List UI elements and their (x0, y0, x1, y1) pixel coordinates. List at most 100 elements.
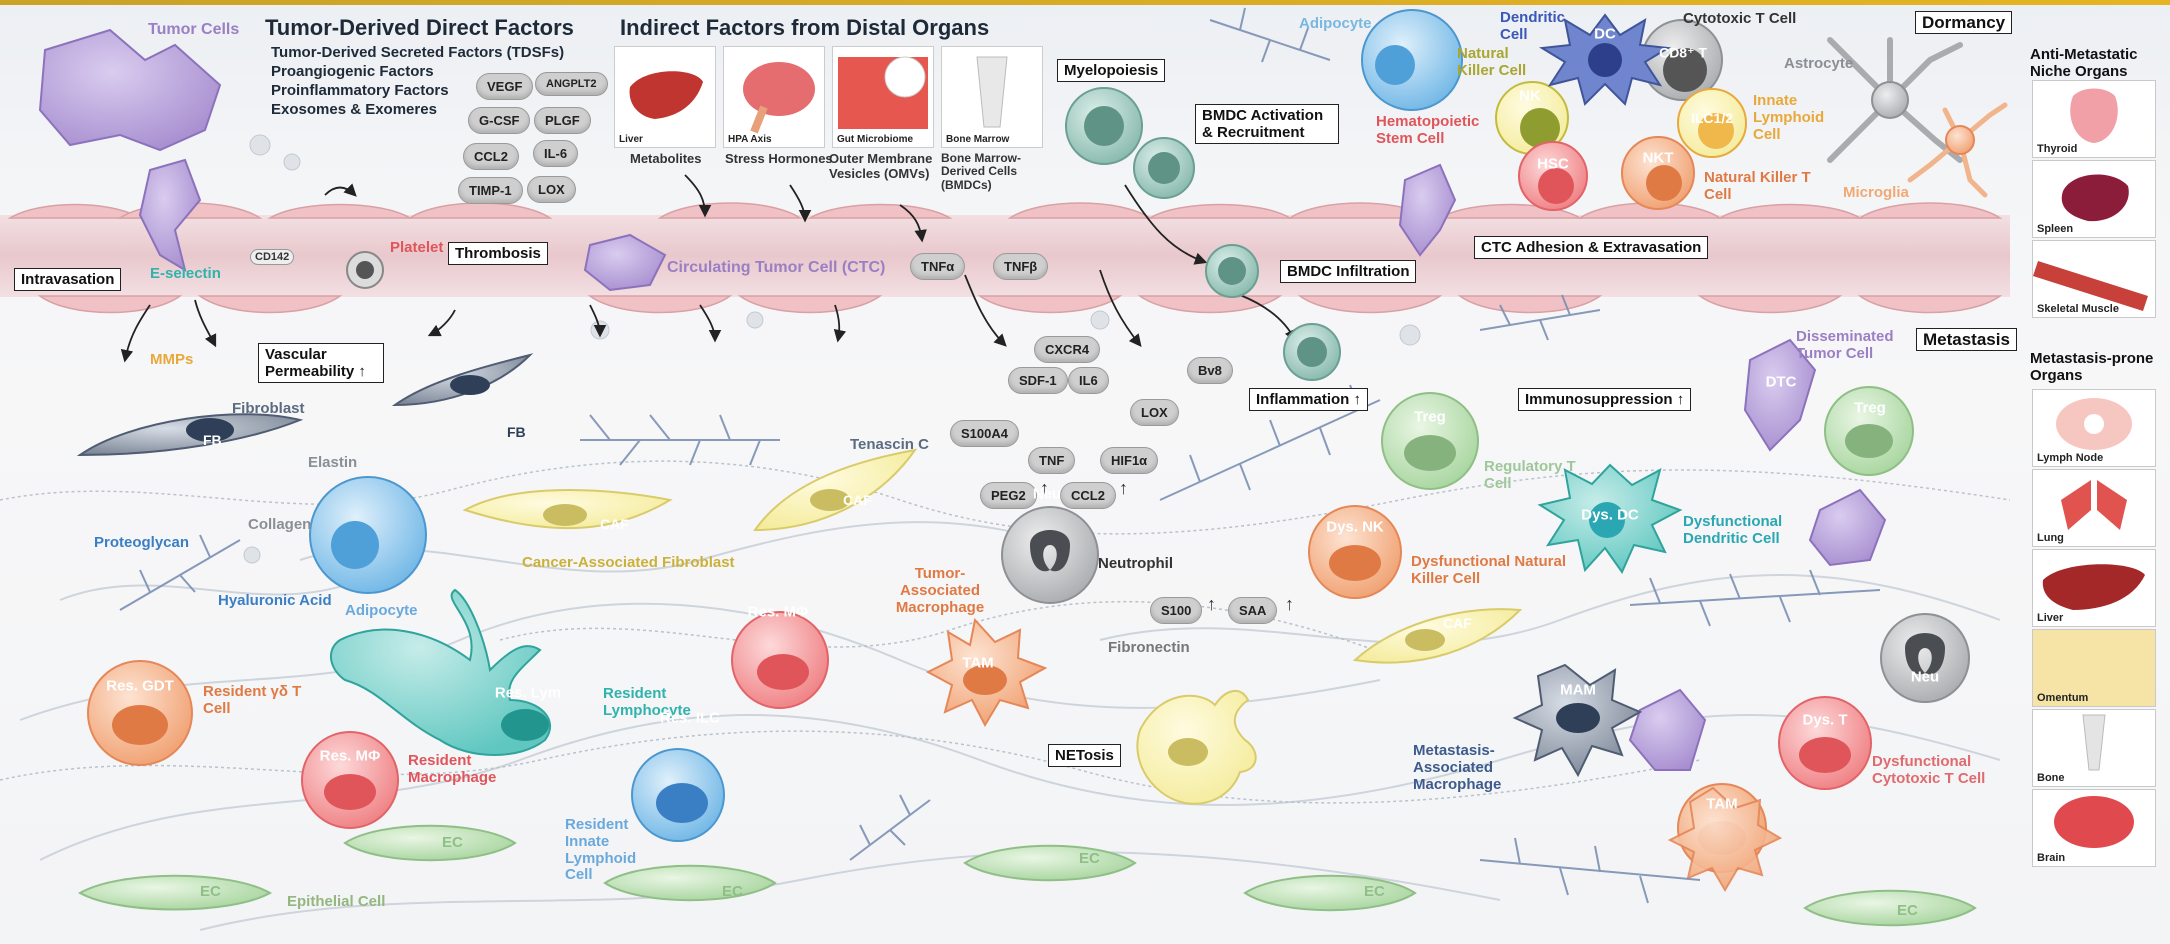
pill-il6: IL6 (1068, 367, 1109, 394)
nkt-cell-label: NKT (1642, 149, 1674, 167)
organ-thumb-liver-label: Liver (619, 134, 643, 145)
prone-organ-lymph-node: Lymph Node (2032, 389, 2156, 467)
factor-pill-vegf: VEGF (476, 73, 534, 100)
res-mphi-full-label: Resident Macrophage (408, 752, 497, 786)
tdf-title: Tumor-Derived Direct Factors (265, 15, 574, 40)
treg-full-label: Regulatory T Cell (1484, 458, 1576, 492)
platelet-core (356, 261, 374, 279)
dys-nk-cell-label: Dys. NK (1326, 518, 1384, 536)
pill-tnfa: TNFα (910, 253, 966, 280)
dys-t-cell-label: Dys. T (1802, 711, 1848, 729)
metastasis-prone-title: Metastasis-prone Organs (2030, 350, 2154, 384)
anti-organ-spleen-label: Spleen (2037, 223, 2074, 235)
pill-sdf1: SDF-1 (1008, 367, 1068, 394)
organ-thumb-gut: Gut Microbiome (832, 46, 934, 148)
platelet-label: Platelet (390, 239, 444, 256)
res-ilc-full-label: Resident Innate Lymphoid Cell (565, 816, 637, 884)
caf-nucleus-1 (543, 504, 587, 526)
hsc-full-label: Hematopoietic Stem Cell (1376, 113, 1480, 147)
e-selectin-label: E-selectin (150, 265, 221, 282)
organ-thumb-hpa: HPA Axis (723, 46, 825, 148)
pill-lox: LOX (1130, 399, 1179, 426)
prone-organ-liver: Liver (2032, 549, 2156, 627)
ccl2-up-arrow-icon: ↑ (1119, 478, 1128, 498)
elastin-label: Elastin (308, 454, 358, 471)
tdf-item-4: Exosomes & Exomeres (271, 101, 437, 118)
ec-label-1: EC (200, 883, 221, 900)
anti-organ-spleen: Spleen (2032, 160, 2156, 238)
anti-metastatic-title: Anti-Metastatic Niche Organs (2030, 46, 2138, 80)
res-mphi-cell-label-2: Res. MΦ (747, 603, 809, 621)
fb-nucleus-2 (450, 375, 490, 395)
cd142-label: CD142 (250, 249, 295, 266)
tenascin-label: Tenascin C (850, 436, 929, 453)
anti-organ-thyroid-label: Thyroid (2037, 143, 2078, 155)
net-structures (119, 7, 1881, 904)
dc-cell-label: DC (1594, 25, 1616, 43)
pill-saa: SAA (1228, 597, 1278, 624)
immunosuppression-text: Immunosuppression (1525, 391, 1673, 408)
fb-nucleus-1 (186, 418, 234, 442)
microglia-label: Microglia (1843, 184, 1909, 201)
tam-full-label: Tumor-Associated Macrophage (895, 565, 985, 616)
pill-bv8: Bv8 (1187, 357, 1233, 384)
caption-stress-hormones: Stress Hormones (725, 151, 833, 166)
factor-pill-timp1: TIMP-1 (458, 177, 523, 204)
res-mphi-cell-label-1: Res. MΦ (319, 747, 381, 765)
res-gdt-full-label: Resident γδ T Cell (203, 683, 302, 717)
ilc12-cell-label: ILC1/2 (1690, 110, 1734, 126)
pill-s100a4: S100A4 (950, 420, 1019, 447)
adipocyte-top-label: Adipocyte (1299, 15, 1372, 32)
anti-organ-skeletal-muscle-label: Skeletal Muscle (2037, 303, 2119, 315)
prone-organ-omentum: Omentum (2032, 629, 2156, 707)
box-myelopoiesis: Myelopoiesis (1057, 59, 1166, 82)
ec-label-4: EC (1079, 850, 1100, 867)
mmps-label: MMPs (150, 351, 194, 368)
ctc-cell (583, 233, 667, 292)
vascular-permeability-text: Vascular Permeability (265, 346, 355, 380)
dtc-cell-label: DTC (1765, 373, 1797, 391)
adipocyte-left-label: Adipocyte (345, 602, 418, 619)
prone-organ-lymph-node-label: Lymph Node (2037, 452, 2104, 464)
res-ilc-cell-label: Res. ILC (659, 709, 721, 727)
dys-t-full-label: Dysfunctional Cytotoxic T Cell (1872, 753, 1986, 787)
primary-tumor (38, 28, 222, 273)
nkt-full-label: Natural Killer T Cell (1704, 169, 1811, 203)
endothelial-cells-bottom (37, 295, 2003, 314)
metastatic-cluster-2 (1808, 488, 1887, 567)
immune-cells (87, 9, 1970, 873)
astrocyte-body (1871, 81, 1909, 119)
flow-arrows (120, 174, 1297, 363)
treg-cell-label-1: Treg (1414, 408, 1446, 426)
dys-dc-full-label: Dysfunctional Dendritic Cell (1683, 513, 1783, 547)
factor-pill-lox: LOX (527, 176, 576, 203)
factor-pill-il6: IL-6 (533, 140, 579, 167)
dtc-cell (1743, 338, 1817, 452)
extravasating-tumor-cell (1398, 163, 1457, 257)
peg2-up-arrow-icon: ↑ (1040, 478, 1049, 498)
factor-pill-gcsf: G-CSF (468, 107, 531, 134)
pill-hif1a: HIF1α (1100, 447, 1159, 474)
organ-thumb-bone-marrow: Bone Marrow (941, 46, 1043, 148)
netosis-nucleus (1168, 738, 1208, 766)
ec-label-2: EC (442, 834, 463, 851)
cytotoxic-label: Cytotoxic T Cell (1683, 10, 1797, 27)
pill-s100: S100 (1150, 597, 1203, 624)
ec-label-6: EC (1897, 902, 1918, 919)
prone-organ-omentum-label: Omentum (2037, 692, 2089, 704)
astrocyte-label: Astrocyte (1784, 55, 1854, 72)
res-lym-full-label: Resident Lymphocyte (603, 685, 691, 719)
pill-tnfb: TNFβ (993, 253, 1049, 280)
inflammation-text: Inflammation (1256, 391, 1350, 408)
box-netosis: NETosis (1048, 744, 1121, 767)
pill-ccl2: CCL2 (1060, 482, 1116, 509)
ec-label-5: EC (1364, 883, 1385, 900)
box-vascular-permeability: Vascular Permeability ↑ (258, 343, 384, 383)
hyaluronic-acid-label: Hyaluronic Acid (218, 592, 332, 609)
pill-peg2: PEG2 (980, 482, 1037, 509)
prone-organ-brain-label: Brain (2037, 852, 2066, 864)
neu-cell-label-1: Neu (1032, 485, 1062, 503)
anti-organ-skeletal-muscle: Skeletal Muscle (2032, 240, 2156, 318)
